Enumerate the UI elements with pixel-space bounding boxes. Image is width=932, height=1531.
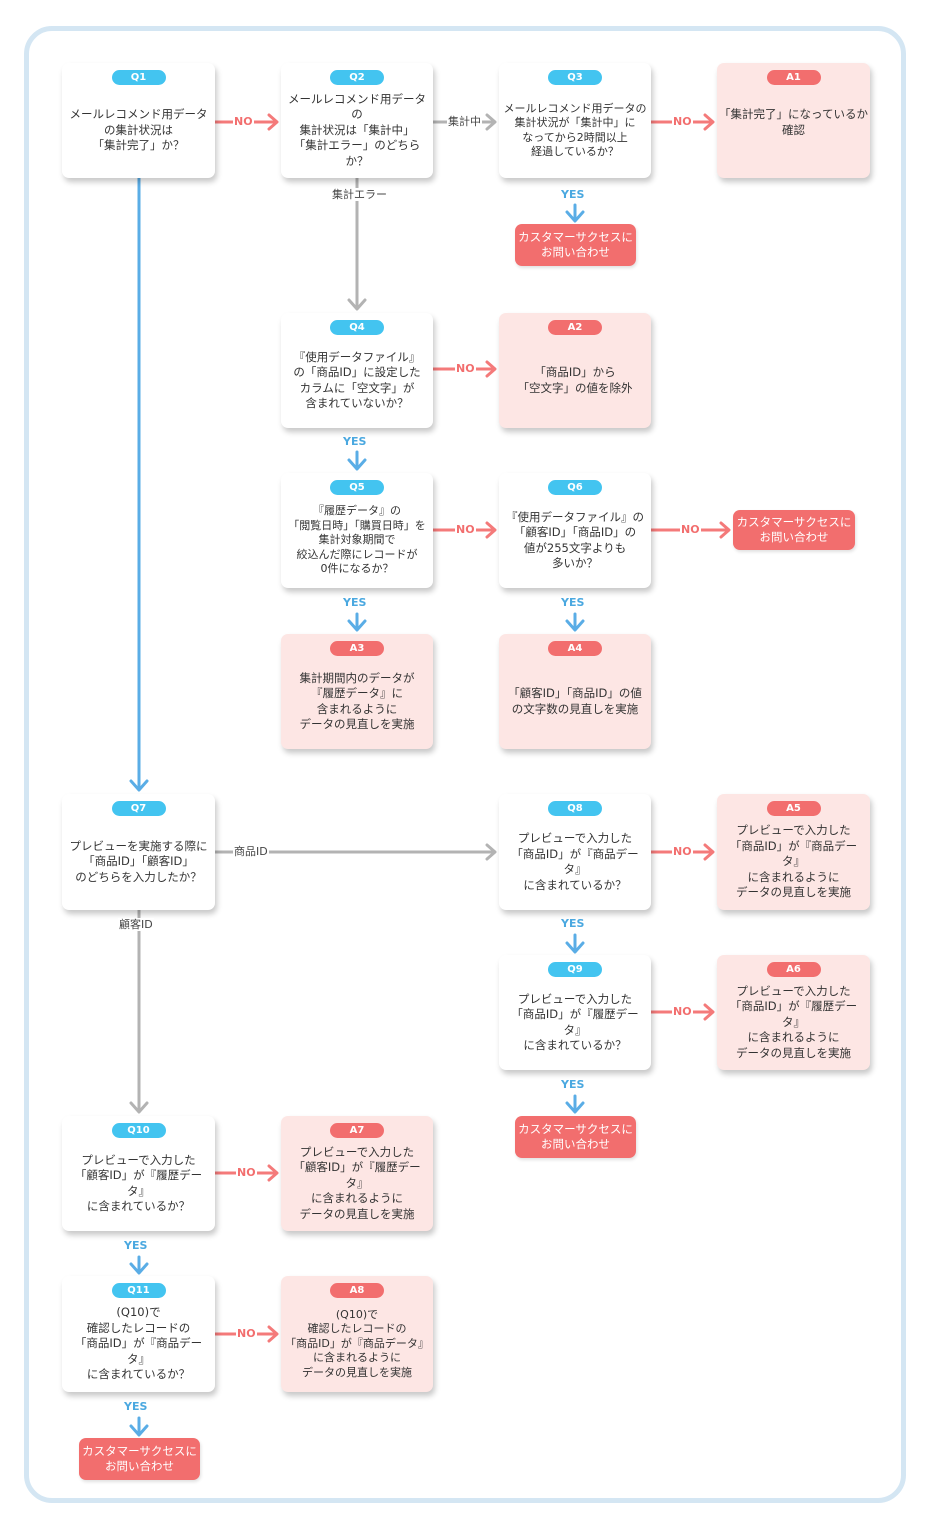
answer-a5: A5 プレビューで入力した 「商品ID」が『商品データ』 に含まれるように デー… (717, 794, 870, 910)
answer-tag: A4 (548, 641, 602, 656)
answer-tag: A3 (330, 641, 384, 656)
label-shohin-id: 商品ID (233, 845, 269, 858)
label-no-q8: NO (672, 845, 693, 858)
answer-text: 「顧客ID」「商品ID」の値 の文字数の見直しを実施 (508, 686, 642, 716)
question-q8: Q8 プレビューで入力した 「商品ID」が『商品データ』 に含まれているか？ (499, 794, 651, 910)
answer-a1: A1 「集計完了」になっているか 確認 (717, 63, 870, 178)
question-q9: Q9 プレビューで入力した 「商品ID」が『履歴データ』 に含まれているか？ (499, 955, 651, 1070)
arrow-q11-contact (129, 1416, 149, 1437)
answer-a4: A4 「顧客ID」「商品ID」の値 の文字数の見直しを実施 (499, 634, 651, 749)
answer-a2: A2 「商品ID」から 「空文字」の値を除外 (499, 313, 651, 428)
question-tag: Q10 (111, 1123, 166, 1138)
question-tag: Q2 (330, 70, 384, 85)
label-no-q10: NO (236, 1166, 257, 1179)
question-text: メールレコメンド用データの 集計状況は「集計中」 「集計エラー」のどちらか？ (288, 91, 426, 168)
label-yes-q4: YES (343, 435, 367, 448)
label-no-q3: NO (672, 115, 693, 128)
question-text: メールレコメンド用データ の集計状況は 「集計完了」か？ (69, 107, 208, 153)
contact-pill-q6: カスタマーサクセスに お問い合わせ (733, 510, 855, 550)
answer-tag: A7 (330, 1123, 384, 1138)
arrow-q3-contact (565, 203, 585, 223)
question-q1: Q1 メールレコメンド用データ の集計状況は 「集計完了」か？ (62, 63, 215, 178)
label-kokyaku-id: 顧客ID (118, 918, 154, 931)
question-q11: Q11 (Q10)で 確認したレコードの 「商品ID」が『商品データ』 に含まれ… (62, 1276, 215, 1392)
label-yes-q8: YES (561, 917, 585, 930)
label-yes-q10: YES (124, 1239, 148, 1252)
question-text: 『履歴データ』の 「閲覧日時」「購買日時」を 集計対象期間で 絞込んだ際にレコー… (288, 504, 426, 576)
label-shukei-error: 集計エラー (331, 188, 388, 201)
question-tag: Q9 (548, 962, 602, 977)
label-no-q5: NO (455, 523, 476, 536)
answer-text: 「集計完了」になっているか 確認 (719, 107, 868, 137)
answer-tag: A5 (766, 801, 821, 816)
answer-tag: A2 (548, 320, 602, 335)
arrow-q4-q5 (347, 450, 367, 471)
question-text: 『使用データファイル』の 「顧客ID」「商品ID」の 値が255文字よりも 多い… (506, 509, 644, 571)
question-tag: Q7 (111, 801, 166, 816)
label-yes-q5: YES (343, 596, 367, 609)
question-tag: Q5 (330, 480, 384, 495)
label-shukeichu: 集計中 (447, 115, 482, 128)
answer-text: 集計期間内のデータが 『履歴データ』に 含まれるように データの見直しを実施 (299, 670, 415, 732)
contact-pill-q9: カスタマーサクセスに お問い合わせ (515, 1116, 636, 1158)
label-yes-q6: YES (561, 596, 585, 609)
question-text: メールレコメンド用データの 集計状況が「集計中」に なってから2時間以上 経過し… (503, 101, 647, 159)
question-text: 『使用データファイル』 の「商品ID」に設定した カラムに「空文字」が 含まれて… (293, 349, 421, 411)
question-q2: Q2 メールレコメンド用データの 集計状況は「集計中」 「集計エラー」のどちらか… (281, 63, 433, 178)
question-q6: Q6 『使用データファイル』の 「顧客ID」「商品ID」の 値が255文字よりも… (499, 473, 651, 588)
answer-text: プレビューで入力した 「顧客ID」が『履歴データ』 に含まれるように データの見… (293, 1144, 421, 1221)
question-tag: Q6 (548, 480, 602, 495)
answer-tag: A6 (766, 962, 821, 977)
answer-tag: A1 (766, 70, 821, 85)
question-text: プレビューを実施する際に 「商品ID」「顧客ID」 のどちらを入力したか？ (69, 838, 208, 884)
arrow-q7-q10 (129, 908, 149, 1114)
label-no-q4: NO (455, 362, 476, 375)
question-tag: Q1 (111, 70, 166, 85)
answer-a8: A8 (Q10)で 確認したレコードの 「商品ID」が『商品データ』 に含まれる… (281, 1276, 433, 1392)
question-tag: Q4 (330, 320, 384, 335)
question-text: プレビューで入力した 「商品ID」が『履歴データ』 に含まれているか？ (511, 991, 639, 1053)
question-tag: Q3 (548, 70, 602, 85)
label-no-q11: NO (236, 1327, 257, 1340)
label-yes-q9: YES (561, 1078, 585, 1091)
label-no-q6: NO (680, 523, 701, 536)
flowchart-frame (24, 26, 906, 1503)
question-tag: Q11 (111, 1283, 166, 1298)
answer-a6: A6 プレビューで入力した 「商品ID」が『履歴データ』 に含まれるように デー… (717, 955, 870, 1070)
question-q7: Q7 プレビューを実施する際に 「商品ID」「顧客ID」 のどちらを入力したか？ (62, 794, 215, 910)
answer-a3: A3 集計期間内のデータが 『履歴データ』に 含まれるように データの見直しを実… (281, 634, 433, 749)
contact-pill-q3: カスタマーサクセスに お問い合わせ (515, 224, 636, 266)
answer-a7: A7 プレビューで入力した 「顧客ID」が『履歴データ』 に含まれるように デー… (281, 1116, 433, 1231)
question-q3: Q3 メールレコメンド用データの 集計状況が「集計中」に なってから2時間以上 … (499, 63, 651, 178)
label-no-q1: NO (233, 115, 254, 128)
question-q10: Q10 プレビューで入力した 「顧客ID」が『履歴データ』 に含まれているか？ (62, 1116, 215, 1231)
question-text: (Q10)で 確認したレコードの 「商品ID」が『商品データ』 に含まれているか… (74, 1305, 203, 1382)
answer-text: (Q10)で 確認したレコードの 「商品ID」が『商品データ』 に含まれるように… (285, 1307, 429, 1379)
label-yes-q3: YES (561, 188, 585, 201)
label-no-q9: NO (672, 1005, 693, 1018)
question-q4: Q4 『使用データファイル』 の「商品ID」に設定した カラムに「空文字」が 含… (281, 313, 433, 428)
answer-text: 「商品ID」から 「空文字」の値を除外 (517, 365, 633, 395)
answer-text: プレビューで入力した 「商品ID」が『商品データ』 に含まれるように データの見… (729, 823, 858, 900)
contact-pill-q11: カスタマーサクセスに お問い合わせ (79, 1438, 200, 1480)
question-text: プレビューで入力した 「顧客ID」が『履歴データ』 に含まれているか？ (74, 1152, 203, 1214)
label-yes-q11: YES (124, 1400, 148, 1413)
arrow-q1-q7 (129, 176, 149, 792)
answer-text: プレビューで入力した 「商品ID」が『履歴データ』 に含まれるように データの見… (729, 983, 858, 1060)
question-tag: Q8 (548, 801, 602, 816)
arrow-q8-q9 (565, 933, 585, 954)
arrow-q5-a3 (347, 612, 367, 632)
answer-tag: A8 (330, 1283, 384, 1298)
arrow-q6-a4 (565, 612, 585, 632)
arrow-q10-q11 (129, 1255, 149, 1275)
question-text: プレビューで入力した 「商品ID」が『商品データ』 に含まれているか？ (511, 831, 639, 892)
question-q5: Q5 『履歴データ』の 「閲覧日時」「購買日時」を 集計対象期間で 絞込んだ際に… (281, 473, 433, 588)
arrow-q9-contact (565, 1094, 585, 1114)
